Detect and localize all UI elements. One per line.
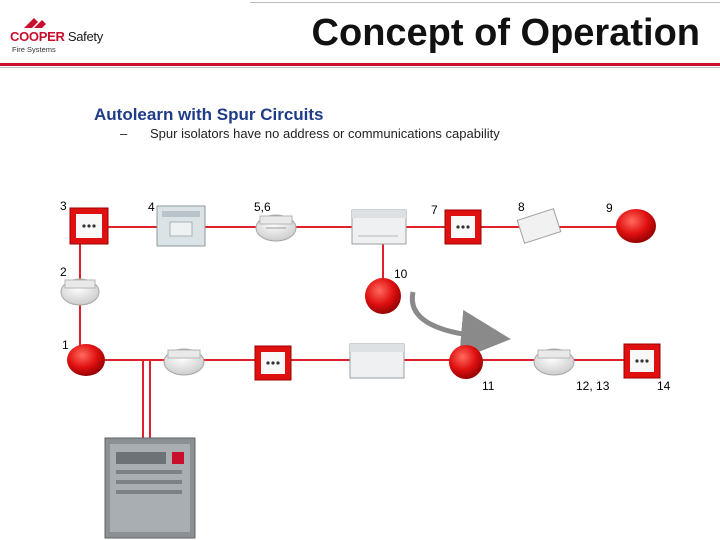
logo-brand-accent: Safety	[67, 29, 103, 44]
label-device-3: 3	[60, 199, 67, 213]
label-device-10: 10	[394, 267, 408, 281]
manual-call-point-icon	[623, 343, 661, 379]
header-top-rule	[250, 2, 720, 3]
header-red-rule	[0, 63, 720, 66]
label-device-1: 1	[62, 338, 69, 352]
label-device-7: 7	[431, 203, 438, 217]
fire-control-panel-icon	[104, 437, 196, 539]
label-device-8: 8	[518, 200, 525, 214]
manual-call-point-icon	[444, 209, 482, 245]
sounder-icon	[616, 209, 656, 243]
cooper-logo-mark-icon	[24, 18, 46, 28]
label-device-11: 11	[482, 379, 495, 393]
label-device-5-6: 5,6	[254, 200, 271, 214]
autolearn-arrow-icon	[409, 291, 511, 360]
label-device-2: 2	[60, 265, 67, 279]
smoke-detector-icon	[163, 348, 205, 376]
loop-wiring	[79, 226, 640, 440]
smoke-detector-icon	[533, 348, 575, 376]
beacon-sounder-icon	[365, 278, 401, 314]
interface-module-icon	[351, 209, 407, 245]
smoke-detector-icon	[255, 214, 297, 242]
label-device-12-13: 12, 13	[576, 379, 610, 393]
label-device-9: 9	[606, 201, 613, 215]
manual-call-point-icon	[69, 207, 109, 245]
section-heading: Autolearn with Spur Circuits	[94, 105, 324, 124]
company-logo: COOPER Safety	[10, 29, 103, 44]
manual-call-point-icon	[254, 345, 292, 381]
bullet-dash: –	[120, 126, 128, 141]
sounder-icon	[67, 344, 105, 376]
interface-module-icon	[349, 343, 405, 379]
smoke-detector-icon	[60, 278, 100, 306]
interface-unit-icon	[156, 205, 206, 247]
beacon-sounder-icon	[449, 345, 483, 379]
logo-brand-text: COOPER	[10, 29, 65, 44]
small-module-icon	[516, 208, 562, 244]
bullet-text: Spur isolators have no address or commun…	[150, 126, 500, 141]
label-device-14: 14	[657, 379, 671, 393]
logo-subtitle: Fire Systems	[12, 45, 56, 54]
page-title: Concept of Operation	[311, 12, 700, 54]
label-device-4: 4	[148, 200, 155, 214]
header-grey-rule	[0, 67, 720, 68]
